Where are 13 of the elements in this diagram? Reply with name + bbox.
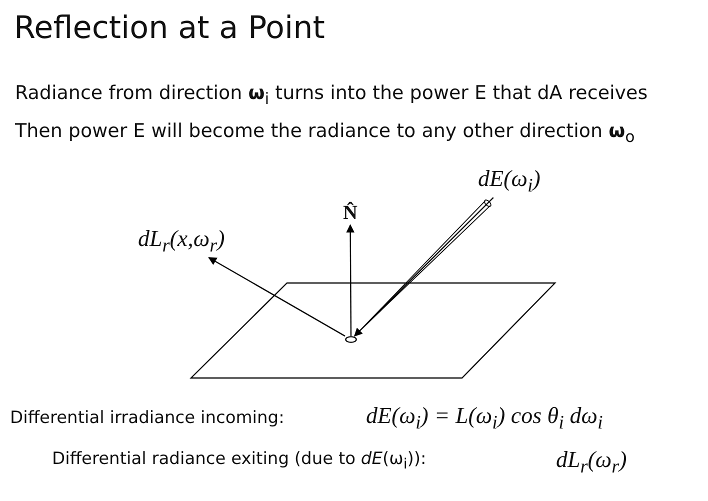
- description-text: Then power E will become the radiance to any other direction ω$_{o}$: [15, 120, 635, 146]
- formula-caption: Differential irradiance incoming:: [10, 408, 284, 428]
- radiance-label: dL$_{r}$(x,ω$_{r}$): [138, 226, 225, 258]
- arrow: [346, 224, 355, 336]
- arrow: [208, 257, 346, 337]
- slide-title: Reflection at a Point: [14, 10, 325, 46]
- point-ellipse: [345, 336, 357, 343]
- formula: dL$_{r}$(ω$_{r}$): [556, 447, 627, 479]
- formula-caption: Differential radiance exiting (due to dE(ω$_{i}$)):: [52, 449, 426, 472]
- normal-label: N̂: [343, 202, 358, 225]
- irradiance-label: dE(ω$_{i}$): [478, 166, 540, 198]
- formula: dE(ω$_{i}$) = L(ω$_{i}$) cos θ$_{i}$ dω$_{i}$: [366, 403, 603, 435]
- description-text: Radiance from direction ω$_{i}$ turns into the power E that dA receives: [15, 82, 648, 108]
